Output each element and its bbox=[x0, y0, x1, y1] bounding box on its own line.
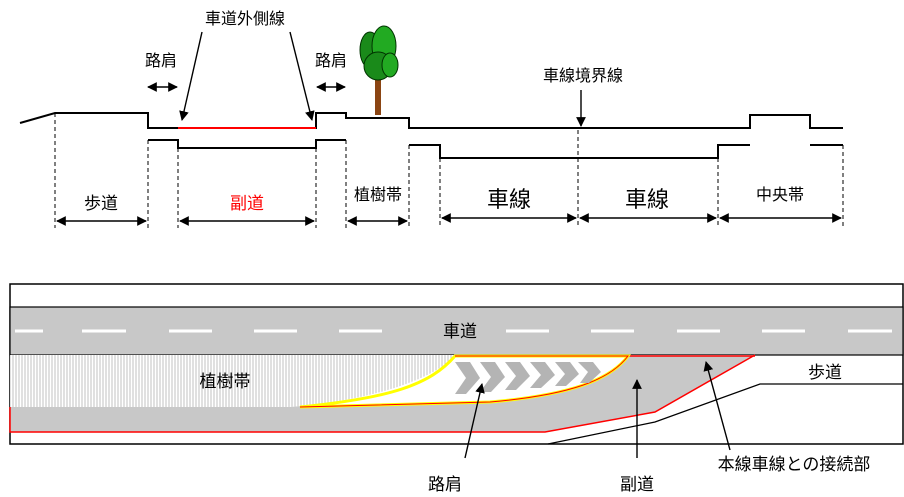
cross-section: 車道外側線 路肩 路肩 車線境界線 歩道 副道 植樹帯 車線 車線 中央帯 bbox=[19, 9, 844, 228]
chevron-markings bbox=[455, 362, 601, 394]
label-sidewalk: 歩道 bbox=[84, 194, 118, 214]
dimension-guides bbox=[54, 113, 844, 228]
label-lane-2: 車線 bbox=[625, 188, 669, 213]
main-roadway bbox=[9, 306, 904, 356]
label-planting-strip: 植樹帯 bbox=[354, 185, 402, 204]
label-median: 中央帯 bbox=[756, 185, 804, 204]
label-planting-strip-plan: 植樹帯 bbox=[200, 372, 251, 392]
pointer-shoulder bbox=[464, 383, 485, 459]
planting-strip-area bbox=[10, 355, 455, 407]
label-shoulder-right: 路肩 bbox=[315, 51, 347, 70]
ground-profile-upper bbox=[19, 112, 843, 129]
label-side-road-plan: 副道 bbox=[620, 475, 654, 495]
dimension-arrows bbox=[56, 31, 842, 226]
label-lane-1: 車線 bbox=[487, 188, 531, 213]
pointer-outer-line-right bbox=[289, 31, 315, 121]
pointer-outer-line-left bbox=[179, 31, 203, 121]
plan-pointers bbox=[464, 361, 731, 459]
label-lane-boundary: 車線境界線 bbox=[543, 66, 623, 85]
label-sidewalk-plan: 歩道 bbox=[808, 363, 842, 383]
label-side-road: 副道 bbox=[230, 194, 264, 214]
label-shoulder-left: 路肩 bbox=[145, 51, 177, 70]
ground-profile-lower bbox=[148, 139, 346, 149]
road-base-lower bbox=[409, 144, 750, 159]
label-outer-line: 車道外側線 bbox=[205, 9, 285, 28]
side-road-edge-red bbox=[9, 354, 756, 433]
label-connection: 本線車線との接続部 bbox=[718, 455, 871, 475]
tree-icon bbox=[359, 25, 399, 115]
label-roadway: 車道 bbox=[443, 322, 477, 342]
label-shoulder-plan: 路肩 bbox=[428, 475, 462, 495]
plan-view: 車道 植樹帯 歩道 路肩 副道 本線車線との接続部 bbox=[9, 283, 904, 495]
pointer-connection bbox=[703, 361, 731, 451]
sidewalk-edge bbox=[547, 383, 903, 445]
